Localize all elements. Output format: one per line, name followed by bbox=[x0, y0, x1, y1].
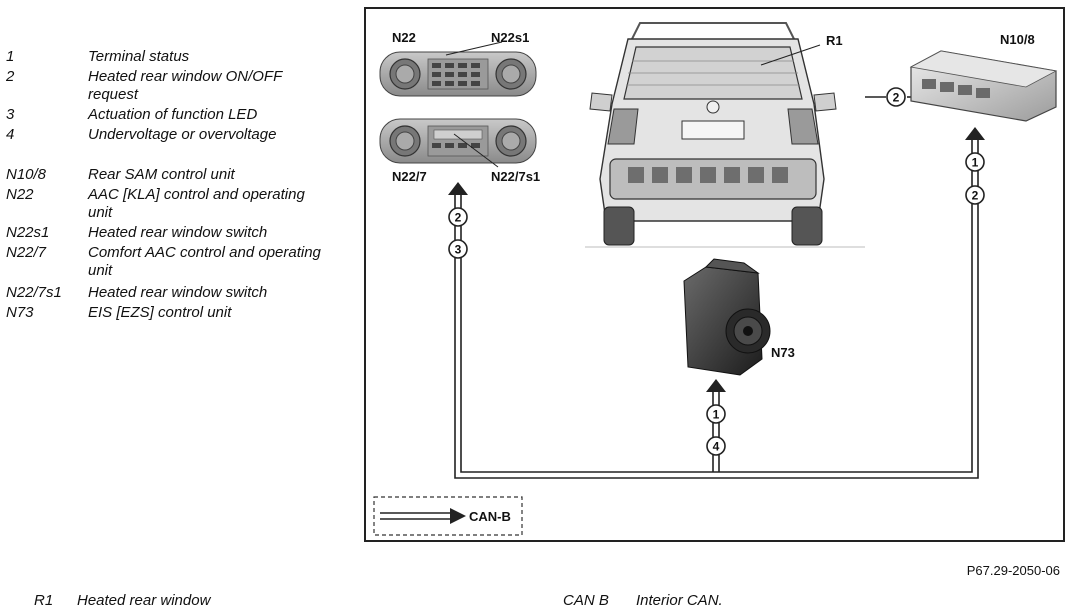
label-n10-8: N10/8 bbox=[1000, 32, 1035, 47]
signal-circle: 1 bbox=[706, 404, 726, 424]
n22-control-unit bbox=[379, 51, 537, 97]
legend-key: N22s1 bbox=[6, 224, 50, 241]
signal-number: 4 bbox=[713, 440, 720, 454]
legend-key: N22 bbox=[6, 186, 34, 203]
legend-text: Actuation of function LED bbox=[88, 106, 258, 123]
leader-line bbox=[453, 133, 499, 168]
label-r1: R1 bbox=[826, 33, 843, 48]
signal-circle: 1 bbox=[965, 152, 985, 172]
legend-key: 2 bbox=[6, 68, 15, 85]
leader-line bbox=[760, 44, 821, 66]
legend-key: N10/8 bbox=[6, 166, 47, 183]
signal-number: 2 bbox=[972, 189, 979, 203]
legend-text: Heated rear window ON/OFF request bbox=[88, 68, 282, 103]
legend-key: 3 bbox=[6, 106, 15, 123]
diagram-panel: 2 3 1 2 1 4 2 bbox=[364, 7, 1065, 542]
footer-text-r1: Heated rear window bbox=[77, 592, 211, 609]
legend-text: Undervoltage or overvoltage bbox=[88, 126, 277, 143]
legend-key: 4 bbox=[6, 126, 15, 143]
signal-circle: 2 bbox=[965, 185, 985, 205]
signal-circle: 4 bbox=[706, 436, 726, 456]
legend-key: N22/7s1 bbox=[6, 284, 62, 301]
footer-key-can: CAN B bbox=[563, 592, 609, 609]
signal-number: 1 bbox=[713, 408, 720, 422]
signal-number: 1 bbox=[972, 156, 979, 170]
arrow-up-center bbox=[706, 379, 726, 392]
signal-number: 2 bbox=[455, 211, 462, 225]
label-n22-7s1: N22/7s1 bbox=[491, 169, 540, 184]
n10-8-control-unit bbox=[909, 50, 1058, 122]
can-b-diagram: 2 3 1 2 1 4 2 bbox=[373, 14, 1058, 536]
signal-number: 2 bbox=[893, 91, 900, 105]
signal-circle: 2 bbox=[448, 207, 468, 227]
label-n73: N73 bbox=[771, 345, 795, 360]
n73-eis-control-unit bbox=[674, 258, 771, 376]
legend-key: N73 bbox=[6, 304, 34, 321]
legend-text: AAC [KLA] control and operating unit bbox=[88, 186, 305, 221]
label-can-b: CAN-B bbox=[469, 509, 511, 524]
legend-text: Rear SAM control unit bbox=[88, 166, 235, 183]
legend-key: N22/7 bbox=[6, 244, 47, 261]
can-bus-lines bbox=[454, 139, 979, 479]
legend-text: Heated rear window switch bbox=[88, 224, 268, 241]
legend-text: Terminal status bbox=[88, 48, 190, 65]
signal-circle: 3 bbox=[448, 239, 468, 259]
legend-key: 1 bbox=[6, 48, 15, 65]
vehicle-rear-view bbox=[585, 14, 865, 248]
leader-line bbox=[445, 41, 503, 56]
signal-number: 3 bbox=[455, 243, 462, 257]
figure-reference: P67.29-2050-06 bbox=[966, 563, 1060, 578]
label-n22: N22 bbox=[392, 30, 416, 45]
arrow-up-left bbox=[448, 182, 468, 195]
label-n22-7: N22/7 bbox=[392, 169, 427, 184]
legend-text: Heated rear window switch bbox=[88, 284, 268, 301]
footer-key-r1: R1 bbox=[34, 592, 54, 609]
arrow-up-right bbox=[965, 127, 985, 140]
label-n22s1: N22s1 bbox=[491, 30, 529, 45]
legend-text: Comfort AAC control and operating unit bbox=[88, 244, 321, 279]
footer-text-can: Interior CAN. bbox=[636, 592, 723, 609]
n22-7-control-unit bbox=[379, 118, 537, 164]
can-b-key: CAN-B bbox=[373, 496, 523, 536]
legend-text: EIS [EZS] control unit bbox=[88, 304, 232, 321]
